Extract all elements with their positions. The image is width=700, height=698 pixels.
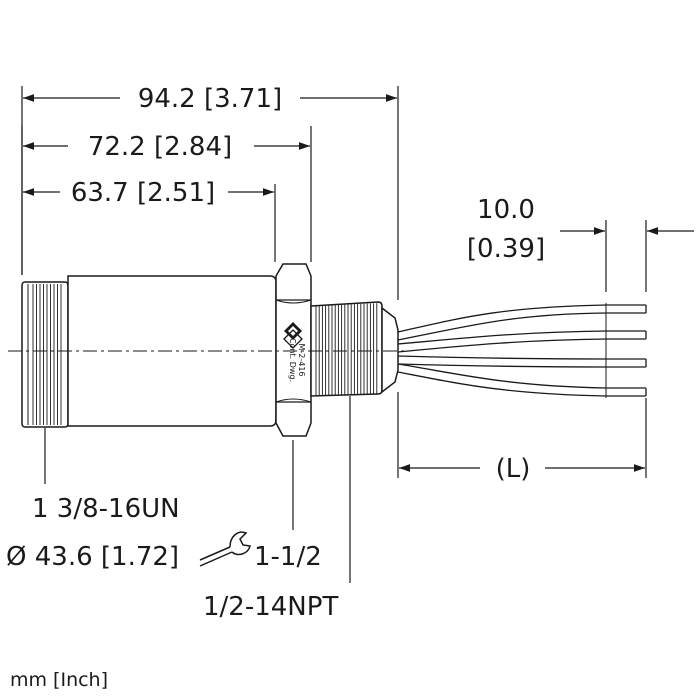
front-thread-lines	[32, 284, 62, 425]
extension-lines	[21, 86, 647, 478]
wire-2	[397, 330, 646, 353]
hex-marking-line2: M-2-416	[297, 343, 306, 376]
wire-strip-length-inch-label: [0.39]	[467, 234, 545, 264]
leader-lines	[44, 396, 351, 583]
thread-label: 1 3/8-16UN	[32, 494, 180, 524]
hex-nut	[275, 263, 312, 437]
cable-boot	[381, 306, 399, 394]
wire-strip-length-label: 10.0	[477, 195, 535, 225]
hex-marking-line1: Cont. Dwg.	[288, 338, 297, 382]
lead-length-label: (L)	[496, 454, 531, 484]
pipe-thread	[310, 301, 383, 397]
wire-4	[397, 363, 646, 397]
units-note: mm [Inch]	[10, 669, 108, 691]
wire-1	[397, 304, 646, 341]
hex-end-length-label: 72.2 [2.84]	[88, 132, 232, 162]
wrench-icon	[199, 531, 251, 567]
pipe-thread-label: 1/2-14NPT	[203, 592, 338, 622]
certification-mark-icon	[283, 322, 303, 349]
cable-wires	[397, 303, 646, 398]
wire-3	[397, 355, 646, 368]
hex-start-length-label: 63.7 [2.51]	[71, 178, 215, 208]
wrench-size-label: 1-1/2	[254, 542, 322, 572]
overall-length-label: 94.2 [3.71]	[138, 84, 282, 114]
dimension-lines	[23, 94, 694, 472]
diameter-label: Ø 43.6 [1.72]	[6, 542, 179, 572]
sensor-body	[21, 263, 399, 437]
